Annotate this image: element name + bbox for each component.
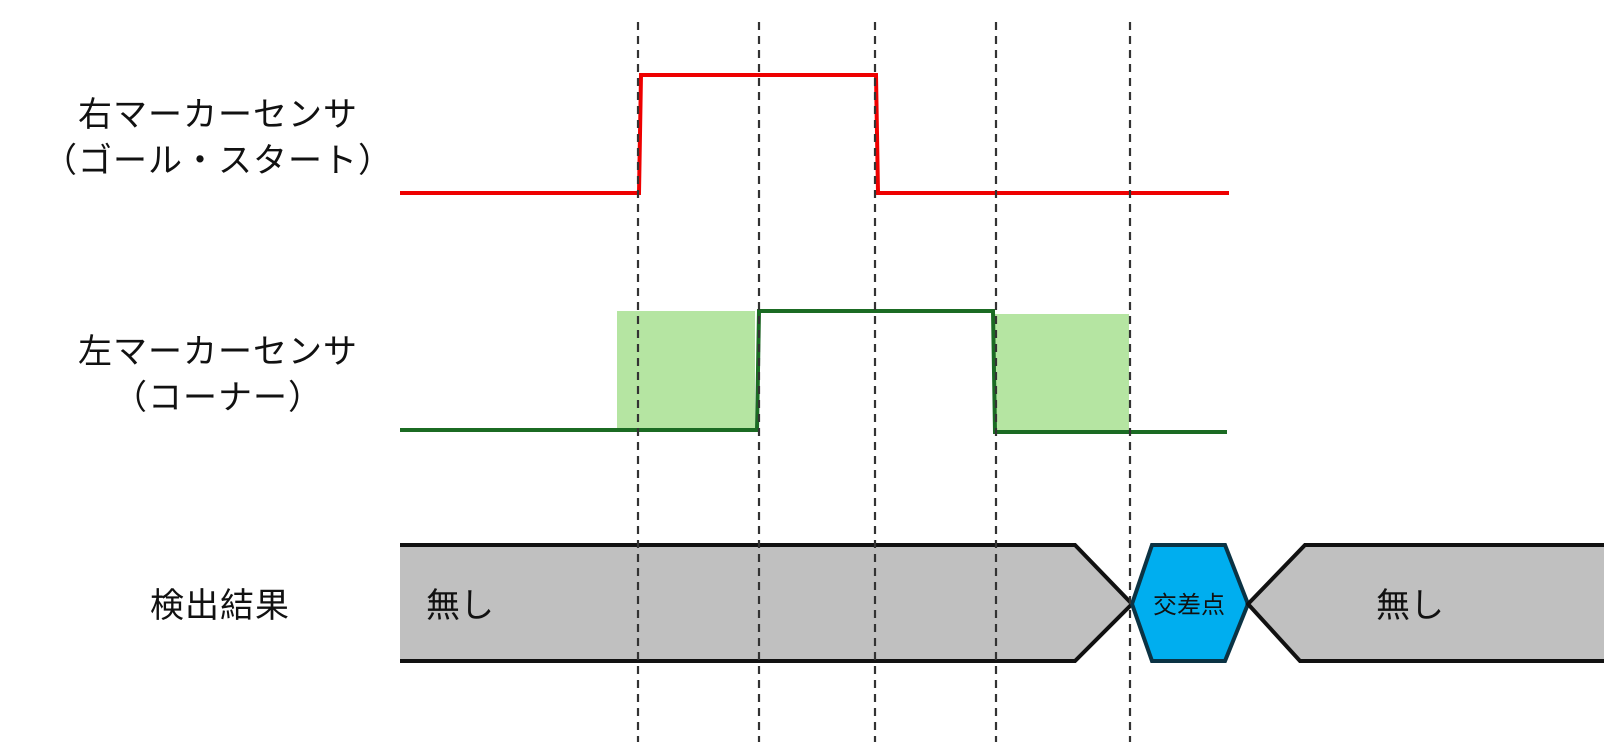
left-sensor-highlight-1 <box>617 311 755 430</box>
left-sensor-signal <box>400 309 1227 434</box>
right-sensor-signal <box>400 73 1229 195</box>
result-none-left-label: 無し <box>426 586 494 626</box>
result-crossing-label: 交差点 <box>1153 591 1225 619</box>
result-bar-none-left <box>400 545 1132 661</box>
result-hexagon-crossing <box>1129 543 1251 663</box>
left-sensor-label: 左マーカーセンサ <box>78 332 358 372</box>
result-bar-none-right <box>1248 545 1604 661</box>
result-label: 検出結果 <box>150 586 290 626</box>
result-none-right-label: 無し <box>1376 586 1444 626</box>
result-bar-none-right-edge <box>1245 543 1604 663</box>
left-sensor-sublabel: （コーナー） <box>113 378 323 418</box>
right-sensor-label: 右マーカーセンサ <box>78 95 358 135</box>
right-sensor-sublabel: （ゴール・スタート） <box>43 141 393 181</box>
guide-lines <box>636 22 1132 742</box>
left-sensor-highlight-2 <box>994 314 1129 430</box>
